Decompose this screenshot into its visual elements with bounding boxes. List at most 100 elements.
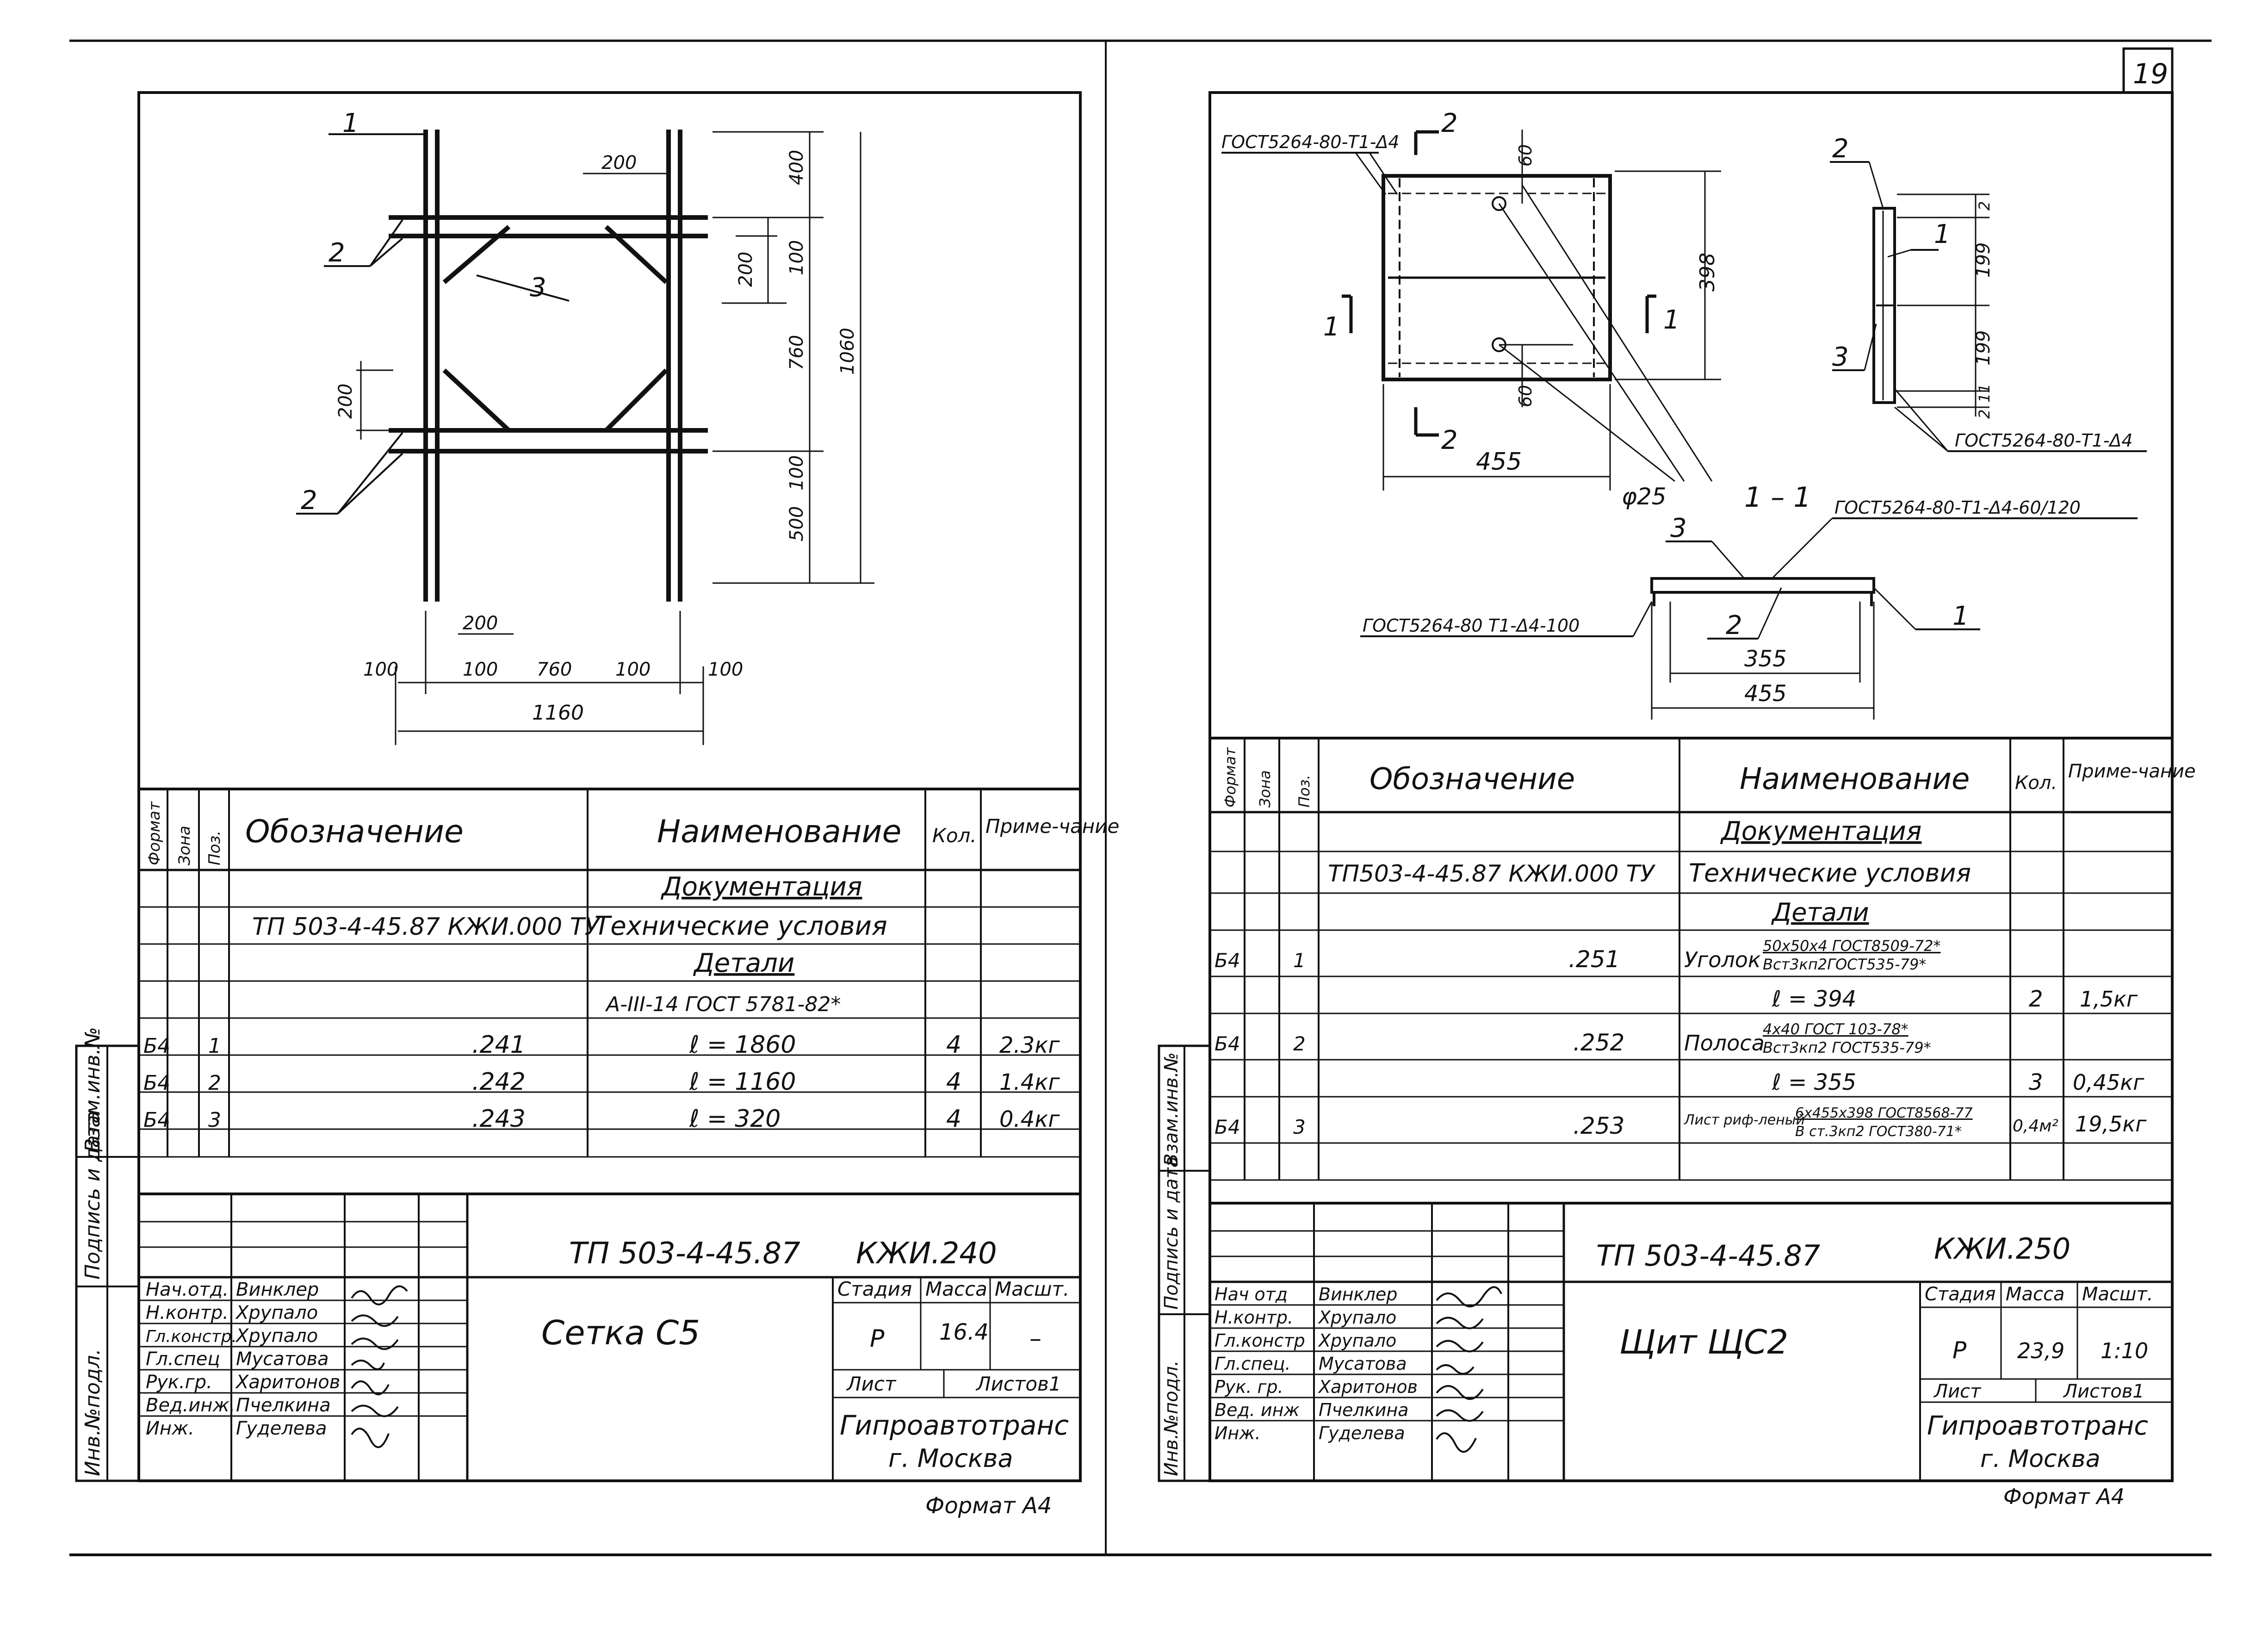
- role-label: Нач отд: [1215, 1284, 1288, 1305]
- row-3-note: 19,5кг: [2075, 1112, 2147, 1137]
- row-2-name-bot: Вст3кп2 ГОСТ535-79*: [1763, 1039, 1931, 1056]
- gost-top-left: ГОСТ5264-80-Т1-Δ4: [1221, 132, 1400, 152]
- row-2-qty: 4: [946, 1068, 961, 1096]
- tb-stage: Р: [870, 1325, 885, 1353]
- row-2-name-top: 4x40 ГОСТ 103-78*: [1763, 1020, 1909, 1038]
- page-number: 19: [2133, 58, 2168, 90]
- row-1-len: ℓ = 394: [1772, 986, 1856, 1012]
- table-row: Б4 1 .241 ℓ = 1860 4 2.3кг: [143, 1031, 1060, 1059]
- row-2-name-prefix: Полоса: [1684, 1031, 1765, 1056]
- sec-docs: Документация: [1720, 816, 1921, 846]
- dim-500: 500: [786, 506, 807, 541]
- sec-2-top: 2: [1441, 108, 1458, 138]
- dia-25: φ25: [1622, 483, 1667, 510]
- dim-199-a: 199: [1973, 242, 1994, 278]
- tb-org: Гипроавтотранс: [840, 1410, 1069, 1441]
- dim-100-m: 100: [463, 659, 498, 680]
- tb-sheets-label: Листов1: [2063, 1381, 2144, 1402]
- role-label: Гл.спец: [146, 1348, 220, 1370]
- left-frame: [137, 91, 1082, 1482]
- margin-inv-orig: Инв.№подл.: [81, 1348, 105, 1476]
- dim-760-h: 760: [537, 659, 572, 680]
- row-3-pos: 3: [208, 1108, 221, 1132]
- row-3-qty: 4: [946, 1105, 961, 1133]
- row-3-qty: 0,4м²: [2013, 1117, 2058, 1136]
- tb-mass: 16.4: [939, 1319, 989, 1345]
- row-3-name: ℓ = 320: [689, 1105, 781, 1133]
- role-label: Рук.гр.: [146, 1372, 212, 1393]
- dim-100-l: 100: [363, 659, 398, 680]
- table-row: Б4 3 .243 ℓ = 320 4 0.4кг: [143, 1105, 1060, 1133]
- sec-parts: Детали: [1771, 898, 1869, 927]
- dim-100-n: 100: [615, 659, 651, 680]
- row-2-designation: .242: [472, 1068, 526, 1096]
- section-1-1: [1360, 517, 2138, 720]
- row-1-format: Б4: [143, 1034, 170, 1058]
- table-row: Б4 3 .253 Лист риф-леный 6x455x398 ГОСТ8…: [1215, 1105, 2147, 1140]
- hdr-format: Формат: [145, 801, 164, 865]
- role-name: Мусатова: [236, 1348, 329, 1370]
- sec-parts: Детали: [693, 948, 794, 978]
- dim-200-top: 200: [601, 152, 637, 174]
- row-1-note: 2.3кг: [999, 1032, 1060, 1058]
- tb-org: Гипроавтотранс: [1927, 1411, 2148, 1441]
- hdr-note: Приме-чание: [2068, 761, 2196, 782]
- tb-format: Формат А4: [925, 1493, 1052, 1519]
- tb-mass-label: Масса: [925, 1278, 987, 1300]
- left-spec-table: [139, 788, 1080, 1158]
- signatures: [351, 1285, 408, 1448]
- doc-name: Технические условия: [595, 911, 887, 941]
- role-name: Винклер: [236, 1279, 319, 1300]
- row-3-designation: .253: [1573, 1112, 1624, 1139]
- dim-100-r: 100: [708, 659, 743, 680]
- tb-mass-label: Масса: [2006, 1284, 2065, 1305]
- role-name: Пчелкина: [236, 1395, 331, 1416]
- dim-60-top: 60: [1515, 144, 1536, 167]
- tb-stage-label: Стадия: [1925, 1284, 1995, 1305]
- row-2-len: ℓ = 355: [1772, 1069, 1856, 1095]
- row-1-qty: 2: [2029, 986, 2043, 1012]
- tb-code: КЖИ.240: [856, 1236, 997, 1271]
- row-1-name: ℓ = 1860: [689, 1031, 796, 1059]
- panel-side-view: [1830, 161, 2147, 452]
- row-1-pos: 1: [1293, 949, 1306, 972]
- sec-2-bot: 2: [1441, 425, 1458, 455]
- role-name: Пчелкина: [1319, 1400, 1408, 1420]
- dim-400: 400: [786, 150, 807, 185]
- role-name: Харитонов: [1318, 1377, 1418, 1397]
- page-number-box: [2122, 47, 2174, 94]
- tb-stage: Р: [1952, 1337, 1967, 1364]
- dim-455-b: 455: [1744, 681, 1787, 707]
- hdr-qty: Кол.: [2015, 772, 2057, 794]
- row-2-note: 0,45кг: [2073, 1070, 2144, 1095]
- role-name: Хрупало: [1318, 1330, 1396, 1351]
- dim-200-bot: 200: [463, 613, 498, 634]
- row-1-name-bot: Вст3кп2ГОСТ535-79*: [1763, 956, 1926, 973]
- role-name: Хрупало: [235, 1325, 318, 1347]
- tb-sheet-label: Лист: [1933, 1381, 1982, 1402]
- row-3-note: 0.4кг: [999, 1106, 1060, 1132]
- role-name: Харитонов: [235, 1372, 340, 1393]
- row-2-format: Б4: [1215, 1032, 1240, 1055]
- dim-200-left: 200: [335, 384, 356, 419]
- role-name: Хрупало: [1318, 1307, 1396, 1328]
- dim-100-b: 100: [786, 455, 807, 491]
- row-3-format: Б4: [1215, 1116, 1240, 1138]
- row-1-format: Б4: [1215, 949, 1240, 972]
- tb-sheet-label: Лист: [846, 1373, 897, 1395]
- role-name: Винклер: [1319, 1284, 1397, 1305]
- hdr-pos: Поз.: [205, 831, 224, 865]
- doc-designation: ТП503-4-45.87 КЖИ.000 ТУ: [1328, 860, 1656, 887]
- role-label: Инж.: [1215, 1423, 1261, 1443]
- role-name: Гуделева: [1319, 1423, 1405, 1443]
- hdr-format: Формат: [1221, 747, 1239, 808]
- dim-455: 455: [1476, 448, 1522, 476]
- pos-label-3: 3: [530, 273, 546, 303]
- role-label: Н.контр.: [1215, 1307, 1293, 1328]
- role-name: Мусатова: [1319, 1354, 1407, 1374]
- table-row: Б4 1 .251 Уголок 50x50x4 ГОСТ8509-72* Вс…: [1215, 937, 2138, 1012]
- row-1-note: 1,5кг: [2080, 987, 2138, 1012]
- material: A-III-14 ГОСТ 5781-82*: [605, 993, 841, 1016]
- dim-side-2: 2: [1976, 201, 1993, 211]
